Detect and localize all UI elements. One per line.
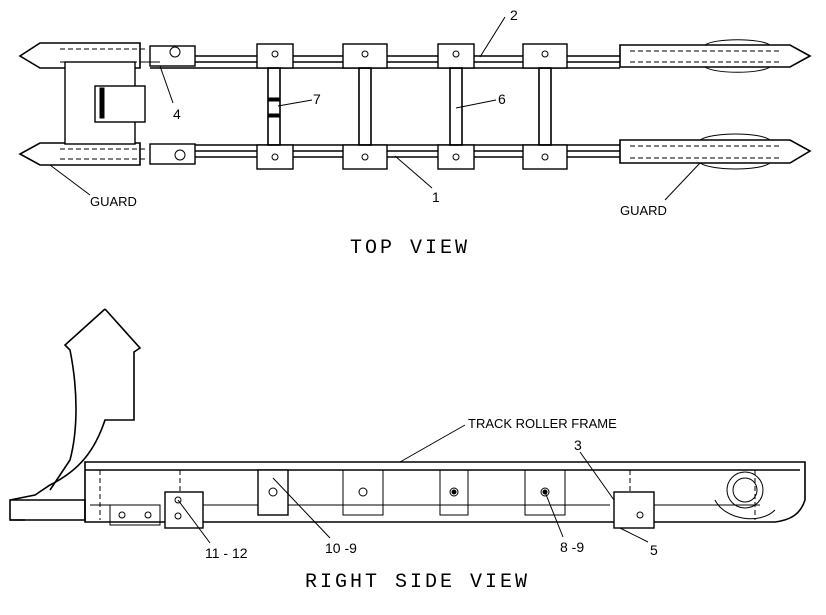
guard-right-label: GUARD (620, 203, 667, 218)
callout-7: 7 (313, 91, 321, 107)
guard-left-label: GUARD (90, 194, 137, 209)
right-sprocket-assembly (619, 39, 812, 170)
callout-3: 3 (574, 437, 582, 453)
top-view: 2 4 7 6 1 GUARD GUARD TOP VIEW (18, 7, 812, 260)
track-roller-frame-label: TRACK ROLLER FRAME (468, 416, 617, 431)
side-view-title: RIGHT SIDE VIEW (305, 571, 530, 594)
top-view-title: TOP VIEW (350, 237, 470, 260)
callout-5: 5 (650, 542, 658, 558)
callout-8-9: 8 -9 (560, 539, 584, 555)
callout-1: 1 (432, 189, 440, 205)
callout-4: 4 (173, 106, 181, 122)
crossmembers (256, 43, 568, 170)
callout-2: 2 (510, 7, 518, 23)
right-side-view: TRACK ROLLER FRAME 3 5 11 - 12 10 -9 8 -… (9, 308, 806, 594)
blade-outline (9, 308, 142, 521)
left-idler-assembly (18, 42, 196, 166)
callout-6: 6 (498, 91, 506, 107)
top-view-callouts: 2 4 7 6 1 GUARD GUARD (49, 7, 701, 218)
side-view-callouts: TRACK ROLLER FRAME 3 5 11 - 12 10 -9 8 -… (177, 416, 658, 561)
callout-10-9: 10 -9 (325, 540, 357, 556)
callout-11-12: 11 - 12 (205, 545, 248, 561)
side-guards (109, 471, 776, 529)
roller-brackets (257, 469, 566, 516)
